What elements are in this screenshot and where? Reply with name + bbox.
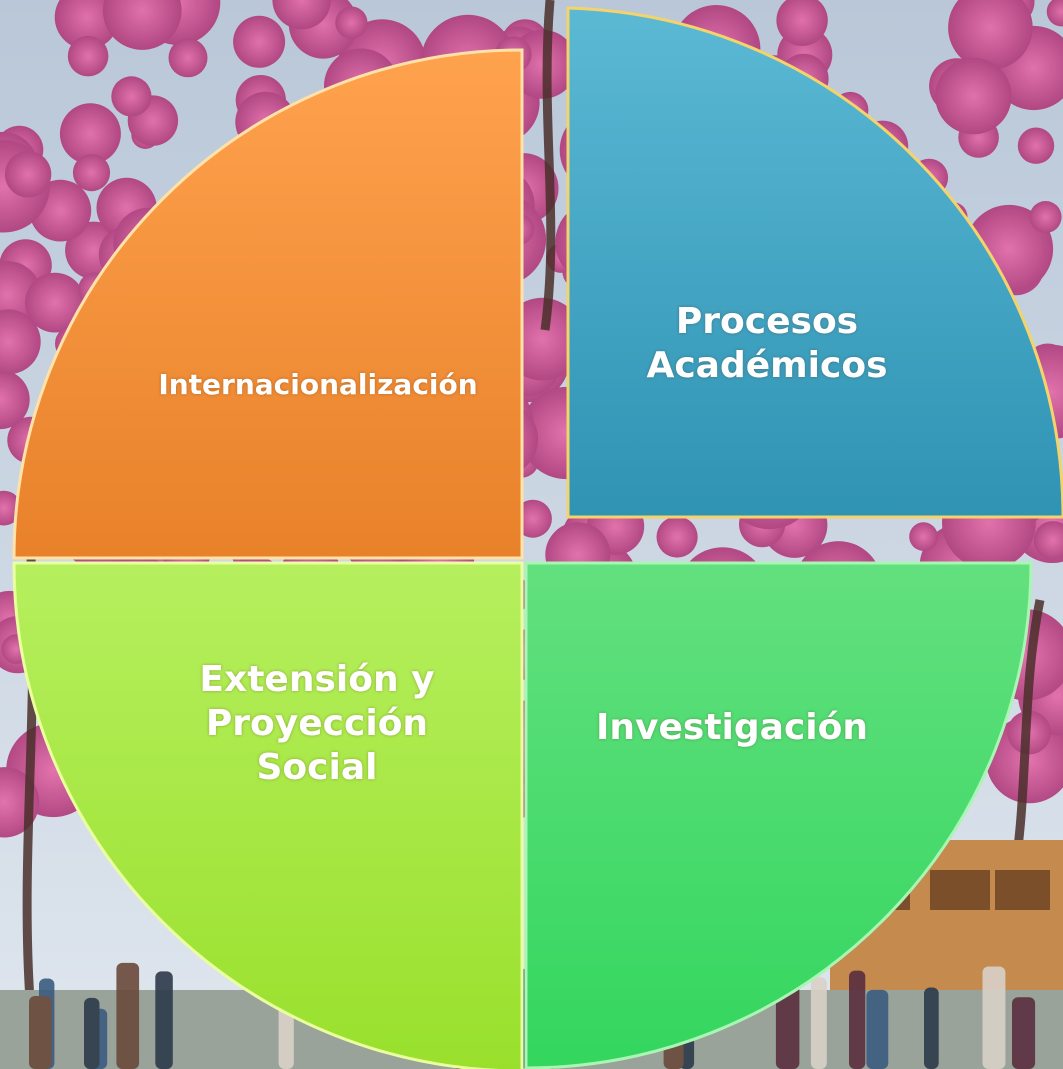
quadrant-top-left xyxy=(12,48,524,560)
label-line: Internacionalización xyxy=(158,368,478,401)
blossom-cluster xyxy=(0,369,30,430)
blossom-cluster xyxy=(72,154,111,192)
label-line: Procesos xyxy=(675,301,859,342)
blossom-cluster xyxy=(948,0,1033,70)
blossom-cluster xyxy=(4,151,52,198)
blossom-cluster xyxy=(0,309,41,375)
label-line: Extensión y xyxy=(199,659,435,700)
pedestrian xyxy=(982,966,1006,1069)
blossom-cluster xyxy=(102,0,182,50)
blossom-cluster xyxy=(233,15,286,68)
pedestrian xyxy=(810,977,827,1069)
blossom-cluster xyxy=(909,522,938,551)
blossom-cluster xyxy=(67,35,109,77)
pedestrian xyxy=(155,971,173,1069)
blossom-cluster xyxy=(776,0,828,46)
blossom-cluster xyxy=(111,76,152,117)
blossom-cluster xyxy=(335,6,368,39)
label-line: Académicos xyxy=(646,344,888,386)
quadrant-label-procesos-academicos: Procesos Académicos xyxy=(600,300,934,388)
blossom-cluster xyxy=(656,516,698,558)
pedestrian xyxy=(29,996,52,1069)
pedestrian xyxy=(866,989,889,1069)
blossom-cluster xyxy=(1017,127,1055,164)
quadrant-label-investigacion: Investigación xyxy=(572,706,892,750)
pedestrian xyxy=(116,962,140,1069)
blossom-cluster xyxy=(59,103,121,165)
quadrant-bottom-left xyxy=(12,561,524,1069)
label-line: Social xyxy=(256,746,378,788)
blossom-cluster xyxy=(1029,201,1062,233)
pedestrian xyxy=(924,987,939,1069)
label-line: Proyección xyxy=(205,702,429,744)
pedestrian xyxy=(84,997,100,1069)
blossom-cluster xyxy=(272,0,331,30)
blossom-cluster xyxy=(1046,0,1063,27)
blossom-cluster xyxy=(25,272,85,333)
blossom-cluster xyxy=(168,38,208,78)
label-line: Investigación xyxy=(596,707,868,748)
pedestrian xyxy=(1012,997,1036,1069)
pedestrian xyxy=(775,984,800,1069)
quadrant-label-internacionalizacion: Internacionalización xyxy=(130,368,506,402)
quadrant-top-right xyxy=(566,6,1063,519)
pedestrian xyxy=(849,970,866,1069)
blossom-cluster xyxy=(935,57,1012,135)
blossom-cluster xyxy=(1033,521,1063,560)
quadrant-bottom-right xyxy=(524,561,1033,1069)
quadrant-label-extension-proyeccion-social: Extensión y Proyección Social xyxy=(150,658,484,790)
